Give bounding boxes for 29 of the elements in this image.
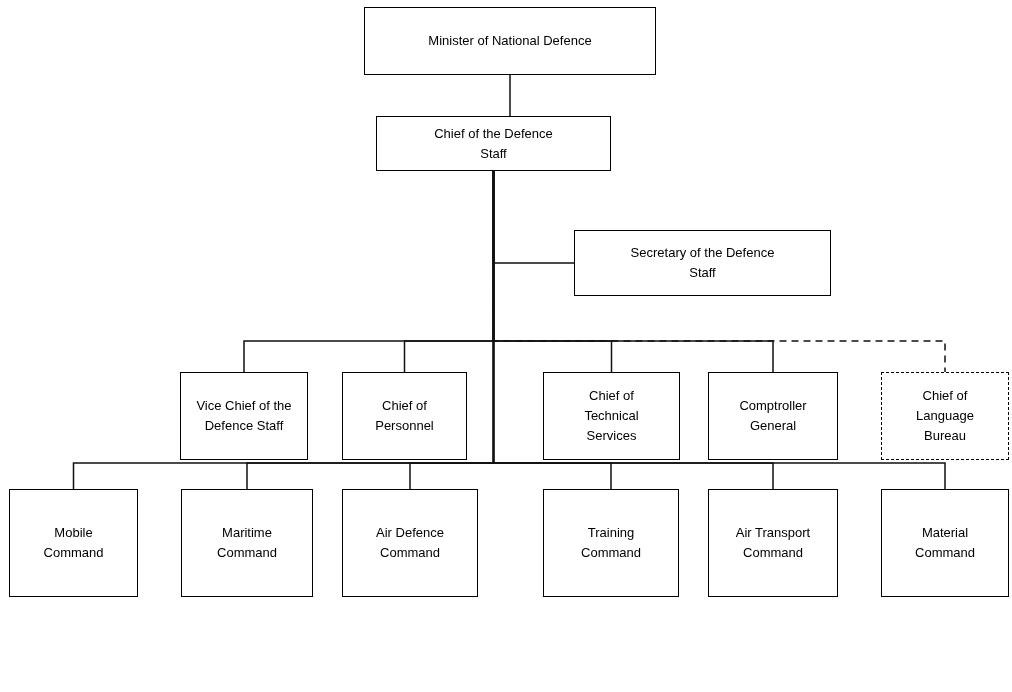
connector-line bbox=[509, 74, 511, 117]
box-label: Mobile Command bbox=[42, 524, 105, 562]
org-box bbox=[342, 489, 478, 597]
box-label: Vice Chief of the Defence Staff bbox=[195, 397, 293, 435]
org-box bbox=[708, 372, 838, 460]
box-label: Air Transport Command bbox=[734, 524, 812, 562]
org-box bbox=[9, 489, 138, 597]
box-label: Air Defence Command bbox=[375, 524, 445, 562]
org-box bbox=[543, 372, 680, 460]
box-label: Comptroller General bbox=[738, 397, 808, 435]
org-box bbox=[708, 489, 838, 597]
box-label: Material Command bbox=[914, 524, 976, 562]
box-label: Chief of the Defence Staff bbox=[433, 124, 554, 163]
box-label: Secretary of the Defence Staff bbox=[629, 244, 776, 282]
org-box bbox=[543, 489, 679, 597]
org-box bbox=[881, 372, 1009, 460]
org-box bbox=[180, 372, 308, 460]
org-box bbox=[881, 489, 1009, 597]
org-box bbox=[181, 489, 313, 597]
box-label: Maritime Command bbox=[216, 524, 278, 562]
org-box bbox=[342, 372, 467, 460]
org-box bbox=[376, 116, 611, 171]
box-label: Minister of National Defence bbox=[428, 32, 592, 50]
org-box bbox=[574, 230, 831, 296]
box-label: Training Command bbox=[580, 524, 642, 562]
box-label: Chief of Language Bureau bbox=[915, 387, 975, 445]
org-box bbox=[364, 7, 656, 75]
box-label: Chief of Personnel bbox=[374, 397, 435, 435]
box-label: Chief of Technical Services bbox=[583, 387, 640, 445]
